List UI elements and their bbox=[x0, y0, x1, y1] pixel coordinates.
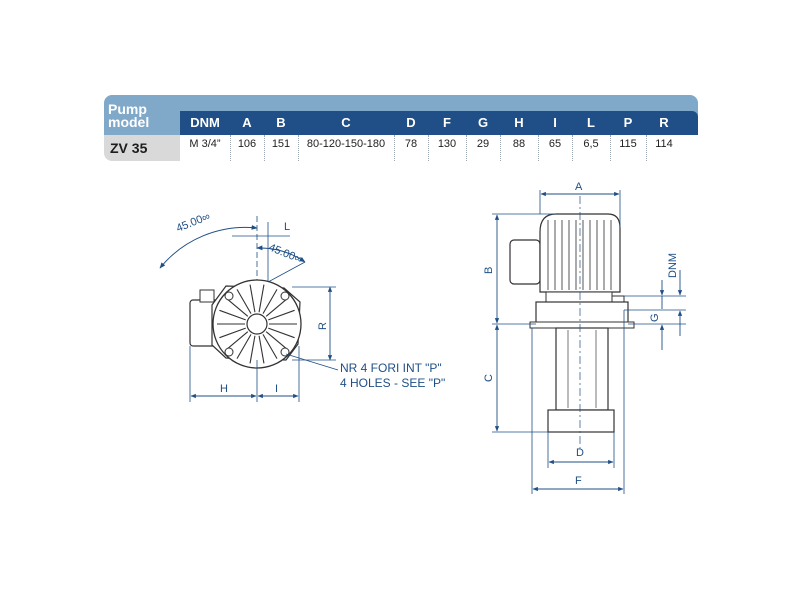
dim-label-H: H bbox=[220, 383, 228, 395]
dim-label-G: G bbox=[649, 313, 661, 322]
dim-label-I: I bbox=[275, 383, 278, 395]
cell-separator bbox=[428, 135, 429, 161]
table-cell: 106 bbox=[237, 138, 257, 150]
column-header: D bbox=[406, 115, 416, 130]
pump-housing bbox=[547, 409, 615, 433]
column-header: G bbox=[477, 115, 489, 130]
side-view-drawing: A B C D F DNM G bbox=[483, 181, 686, 494]
model-cell: ZV 35 bbox=[104, 135, 180, 161]
fan-rib bbox=[236, 334, 252, 359]
dim-label-L: L bbox=[284, 221, 290, 233]
cell-separator bbox=[610, 135, 611, 161]
angle-outer-label: 45.00∞ bbox=[175, 210, 212, 234]
table-cell: 80-120-150-180 bbox=[306, 138, 386, 150]
cell-separator bbox=[466, 135, 467, 161]
fan-rib bbox=[262, 289, 278, 314]
fan-rib bbox=[249, 284, 256, 313]
dim-label-D: D bbox=[576, 447, 584, 459]
angle-inner-label: 45.00∞ bbox=[267, 242, 304, 266]
fan-rib bbox=[265, 331, 288, 351]
angle-arc-outer bbox=[159, 225, 258, 269]
note-line-2: 4 HOLES - SEE "P" bbox=[340, 376, 445, 390]
motor-fins bbox=[547, 220, 612, 290]
table-cell: 65 bbox=[548, 138, 562, 150]
column-header: C bbox=[341, 115, 351, 130]
front-view-drawing: 45.00∞ 45.00∞ L R H I NR 4 FORI INT "P" … bbox=[159, 210, 445, 402]
pump-model-label: Pump model bbox=[108, 101, 150, 130]
fan-rib bbox=[262, 334, 278, 359]
table-cell: 78 bbox=[404, 138, 418, 150]
spec-table: Pump model ZV 35 DNM A B C D F G H I L P R M 3/4” 10… bbox=[104, 95, 698, 165]
column-header: L bbox=[587, 115, 595, 130]
column-header: B bbox=[276, 115, 286, 130]
mounting-flange bbox=[535, 301, 629, 325]
fan-rib bbox=[236, 289, 252, 314]
cell-separator bbox=[230, 135, 231, 161]
fan-rib bbox=[219, 327, 246, 339]
cell-separator bbox=[264, 135, 265, 161]
table-cell: 114 bbox=[655, 138, 673, 150]
fan-rib bbox=[258, 284, 265, 313]
fan-rib bbox=[226, 331, 249, 351]
table-cell: 130 bbox=[437, 138, 457, 150]
fan-rib bbox=[258, 335, 265, 364]
note-leader bbox=[285, 353, 339, 371]
cell-separator bbox=[298, 135, 299, 161]
motor-neck bbox=[545, 291, 613, 303]
fan-hub bbox=[246, 313, 268, 335]
cell-separator bbox=[538, 135, 539, 161]
column-header: A bbox=[242, 115, 252, 130]
mount-hole bbox=[280, 291, 290, 301]
angle-arc-inner bbox=[256, 245, 306, 263]
table-cell: 151 bbox=[271, 138, 291, 150]
table-header-dark bbox=[180, 111, 698, 135]
cell-separator bbox=[646, 135, 647, 161]
dim-label-DNM: DNM bbox=[667, 253, 679, 278]
table-cell: M 3/4” bbox=[189, 138, 221, 150]
column-header: I bbox=[553, 115, 557, 130]
fan-ribs bbox=[217, 284, 297, 364]
column-header: R bbox=[659, 115, 669, 130]
fan-rib bbox=[265, 297, 288, 317]
note-line-1: NR 4 FORI INT "P" bbox=[340, 361, 442, 375]
column-header: H bbox=[514, 115, 524, 130]
terminal-box-side bbox=[509, 239, 541, 285]
cell-separator bbox=[500, 135, 501, 161]
cell-separator bbox=[394, 135, 395, 161]
table-cell: 6,5 bbox=[583, 138, 599, 150]
cable-gland bbox=[199, 289, 215, 303]
flange-base bbox=[529, 321, 635, 329]
fan-rib bbox=[268, 327, 295, 339]
column-header: DNM bbox=[190, 115, 220, 130]
fan-rib bbox=[219, 309, 246, 321]
dim-label-F: F bbox=[575, 475, 582, 487]
cell-separator bbox=[572, 135, 573, 161]
dim-label-R: R bbox=[317, 322, 329, 330]
table-cell: 88 bbox=[512, 138, 526, 150]
table-cell: 29 bbox=[476, 138, 490, 150]
fan-rib bbox=[268, 309, 295, 321]
pump-column bbox=[555, 327, 609, 411]
mount-hole bbox=[224, 347, 234, 357]
column-header: F bbox=[443, 115, 451, 130]
mount-hole bbox=[224, 291, 234, 301]
column-header: P bbox=[623, 115, 633, 130]
model-name: ZV 35 bbox=[110, 140, 148, 156]
dim-label-A: A bbox=[575, 181, 583, 193]
table-cell: 115 bbox=[619, 138, 637, 150]
dim-label-B: B bbox=[483, 267, 495, 274]
dim-label-C: C bbox=[483, 374, 495, 382]
fan-rib bbox=[249, 335, 256, 364]
fan-rib bbox=[226, 297, 249, 317]
